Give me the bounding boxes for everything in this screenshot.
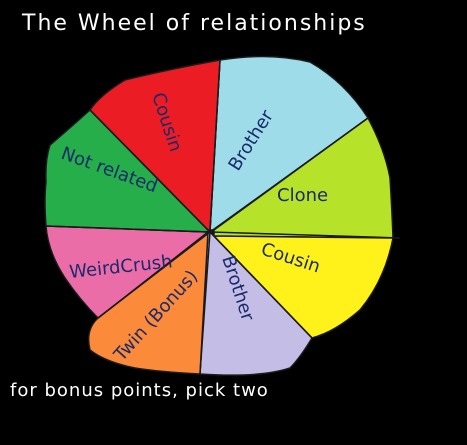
wheel [44,55,394,376]
segment-brother-bottom[interactable] [199,231,313,376]
wheel-spokes [45,59,401,375]
segment-cousin[interactable] [209,231,394,339]
segment-not-related[interactable] [44,108,209,233]
label-clone: Clone [277,185,328,206]
segment-twin[interactable] [87,230,209,375]
segment-weird-crush[interactable] [45,225,211,319]
page-title: The Wheel of relationships [21,11,367,36]
segment-clone[interactable] [213,116,394,239]
footer-note: for bonus points, pick two [10,380,269,401]
segment-brother-top[interactable] [209,55,370,231]
segment-cousin-top[interactable] [89,59,221,231]
